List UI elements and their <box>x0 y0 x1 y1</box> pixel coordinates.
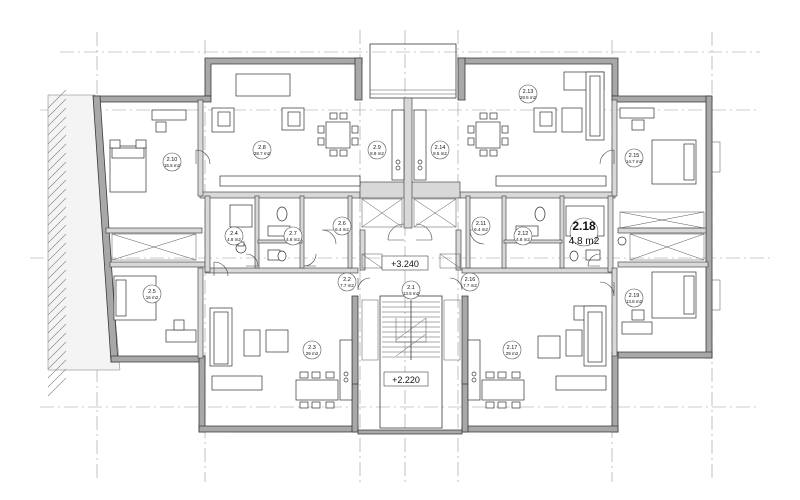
room-number: 2.19 <box>629 293 640 299</box>
room-number: 2.2 <box>343 277 351 283</box>
room-tag-circle <box>283 226 303 246</box>
room-number: 2.9 <box>373 145 381 151</box>
room-number: 2.14 <box>435 145 446 151</box>
room-tag-circle <box>332 216 352 236</box>
room-tag-2-7: 2.74.8 m2 <box>283 226 303 246</box>
room-number: 2.4 <box>230 231 238 237</box>
room-area: 16 m2 <box>146 295 159 300</box>
room-tag-2-9: 2.98.8 m2 <box>367 140 387 160</box>
room-number: 2.12 <box>518 231 529 237</box>
room-tag-circle <box>518 84 538 104</box>
room-tag-2-6: 2.66.4 m2 <box>332 216 352 236</box>
room-area: 13.8 m2 <box>626 299 643 304</box>
room-number: 2.7 <box>289 231 297 237</box>
room-tag-circle <box>401 280 421 300</box>
room-tag-2-11: 2.116.4 m2 <box>471 216 491 236</box>
room-tag-2-16: 2.167.7 m2 <box>460 272 480 292</box>
room-tag-circle <box>624 288 644 308</box>
room-area: 6.4 m2 <box>335 227 349 232</box>
outer-walls <box>92 57 713 435</box>
room-tag-2-8: 2.828.7 m2 <box>252 140 272 160</box>
room-number: 2.3 <box>308 345 316 351</box>
room-tags: 2.113.5 m22.27.7 m22.329 m22.44.8 m22.51… <box>142 84 644 360</box>
room-area: 29 m2 <box>506 351 519 356</box>
room-tag-2-2: 2.27.7 m2 <box>337 272 357 292</box>
room-number: 2.6 <box>338 221 346 227</box>
room-tag-circle <box>471 216 491 236</box>
level-marker-stair-base: +2.220 <box>383 371 429 387</box>
room-area: 4.8 m2 <box>286 237 300 242</box>
room-number: 2.11 <box>476 221 486 227</box>
room-tag-circle <box>337 272 357 292</box>
room-tag-2-4: 2.44.8 m2 <box>224 226 244 246</box>
room-area: 15.5 m2 <box>164 163 181 168</box>
room-number: 2.15 <box>629 153 640 159</box>
room-tag-2-1: 2.113.5 m2 <box>401 280 421 300</box>
room-tag-circle <box>224 226 244 246</box>
room-tag-circle <box>624 148 644 168</box>
room-area: 28.7 m2 <box>254 151 271 156</box>
room-tag-2-14: 2.148.5 m2 <box>430 140 450 160</box>
room-tag-circle <box>502 340 522 360</box>
room-area: 7.7 m2 <box>463 283 477 288</box>
furniture-left <box>109 73 405 409</box>
room-number: 2.8 <box>258 145 266 151</box>
room-number: 2.13 <box>523 89 534 95</box>
room-area: 7.7 m2 <box>340 283 354 288</box>
level-marker-landing: +3.240 <box>381 255 429 271</box>
room-number: 2.5 <box>148 289 156 295</box>
hatched-strip <box>47 89 121 397</box>
room-area: 4.8 m2 <box>569 236 600 247</box>
room-number: 2.1 <box>407 285 415 291</box>
room-tag-circle <box>430 140 450 160</box>
room-tag-circle <box>162 152 182 172</box>
level-stair-base-text: +2.220 <box>392 375 420 385</box>
room-area: 8.8 m2 <box>370 151 384 156</box>
room-tag-circle <box>569 217 599 247</box>
room-number: 2.18 <box>572 219 596 233</box>
room-number: 2.10 <box>167 157 178 163</box>
room-tag-circle <box>142 284 162 304</box>
room-tag-circle <box>460 272 480 292</box>
room-tag-circle <box>367 140 387 160</box>
interior-partitions <box>105 97 709 359</box>
room-area: 4.8 m2 <box>227 237 241 242</box>
shaft-boxes <box>111 198 705 269</box>
room-area: 29 m2 <box>306 351 319 356</box>
room-tag-circle <box>513 226 533 246</box>
room-tag-circle <box>302 340 322 360</box>
room-tag-2-3: 2.329 m2 <box>302 340 322 360</box>
room-area: 8.5 m2 <box>433 151 447 156</box>
room-tag-2-12: 2.124.8 m2 <box>513 226 533 246</box>
windows <box>230 57 721 433</box>
room-area: 13.5 m2 <box>403 291 420 296</box>
top-shaft <box>369 43 457 99</box>
room-number: 2.16 <box>465 277 476 283</box>
furniture-right <box>413 71 697 409</box>
room-tag-2-18: 2.18 4.8 m2 <box>569 217 600 247</box>
room-area: 4.8 m2 <box>516 237 530 242</box>
room-area: 28.5 m2 <box>520 95 537 100</box>
room-area: 14.7 m2 <box>626 159 643 164</box>
level-landing-text: +3.240 <box>391 259 419 269</box>
room-tag-circle <box>252 140 272 160</box>
room-number: 2.17 <box>507 345 518 351</box>
room-area: 6.4 m2 <box>474 227 488 232</box>
staircase <box>361 295 461 429</box>
room-tag-2-5: 2.516 m2 <box>142 284 162 304</box>
